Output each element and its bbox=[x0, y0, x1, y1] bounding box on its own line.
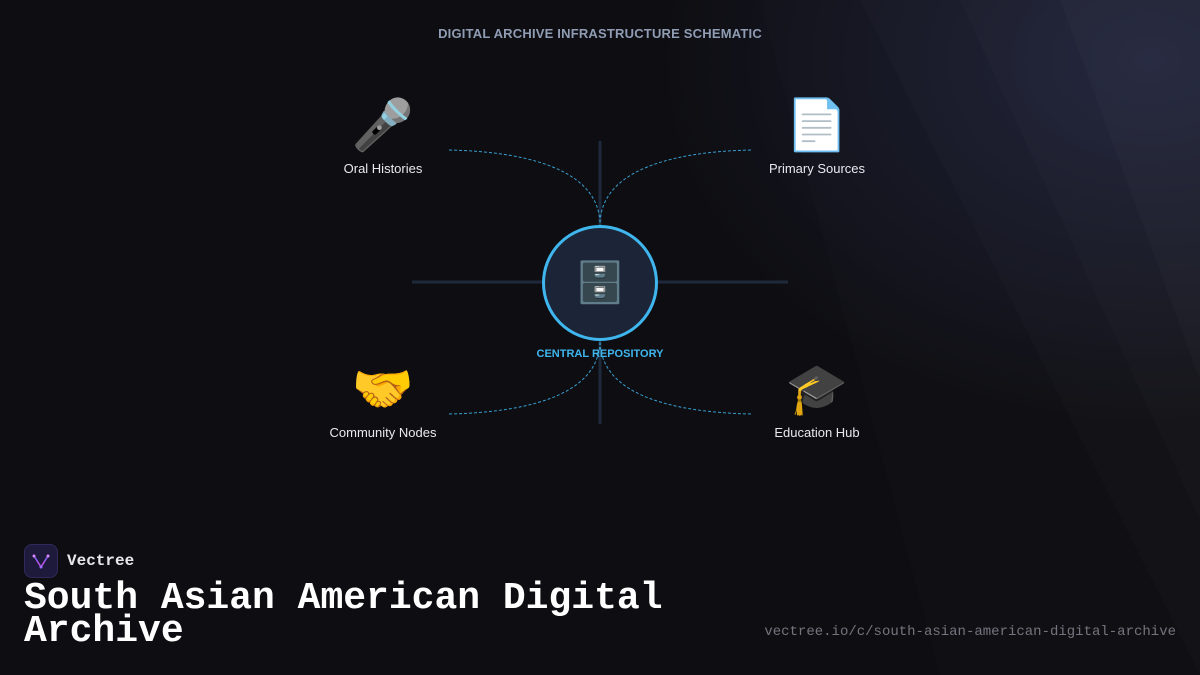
microphone-icon: 🎤 bbox=[351, 96, 415, 154]
link-community-nodes bbox=[448, 339, 601, 415]
central-repository-node: 🗄️ bbox=[542, 225, 658, 341]
page-url[interactable]: vectree.io/c/south-asian-american-digita… bbox=[764, 624, 1176, 640]
node-community-nodes: 🤝 Community Nodes bbox=[293, 359, 473, 440]
link-oral-histories bbox=[448, 149, 601, 226]
schematic-title: DIGITAL ARCHIVE INFRASTRUCTURE SCHEMATIC bbox=[438, 26, 762, 41]
node-primary-sources: 📄 Primary Sources bbox=[727, 95, 907, 176]
node-label: Primary Sources bbox=[768, 161, 866, 176]
vectree-logo-icon bbox=[24, 544, 58, 578]
link-primary-sources bbox=[599, 149, 752, 226]
document-icon: 📄 bbox=[785, 96, 849, 154]
handshake-icon: 🤝 bbox=[351, 360, 415, 418]
node-oral-histories: 🎤 Oral Histories bbox=[293, 95, 473, 176]
brand[interactable]: Vectree bbox=[24, 544, 134, 578]
page-title: South Asian American Digital Archive bbox=[24, 577, 663, 653]
brand-name: Vectree bbox=[67, 552, 135, 570]
node-label: Community Nodes bbox=[329, 425, 437, 440]
file-cabinet-icon: 🗄️ bbox=[575, 260, 625, 306]
graduation-cap-icon: 🎓 bbox=[785, 360, 849, 418]
link-education-hub bbox=[599, 339, 752, 415]
central-repository-label: CENTRAL REPOSITORY bbox=[536, 348, 664, 360]
node-label: Oral Histories bbox=[343, 161, 423, 176]
node-education-hub: 🎓 Education Hub bbox=[727, 359, 907, 440]
node-label: Education Hub bbox=[774, 425, 860, 440]
